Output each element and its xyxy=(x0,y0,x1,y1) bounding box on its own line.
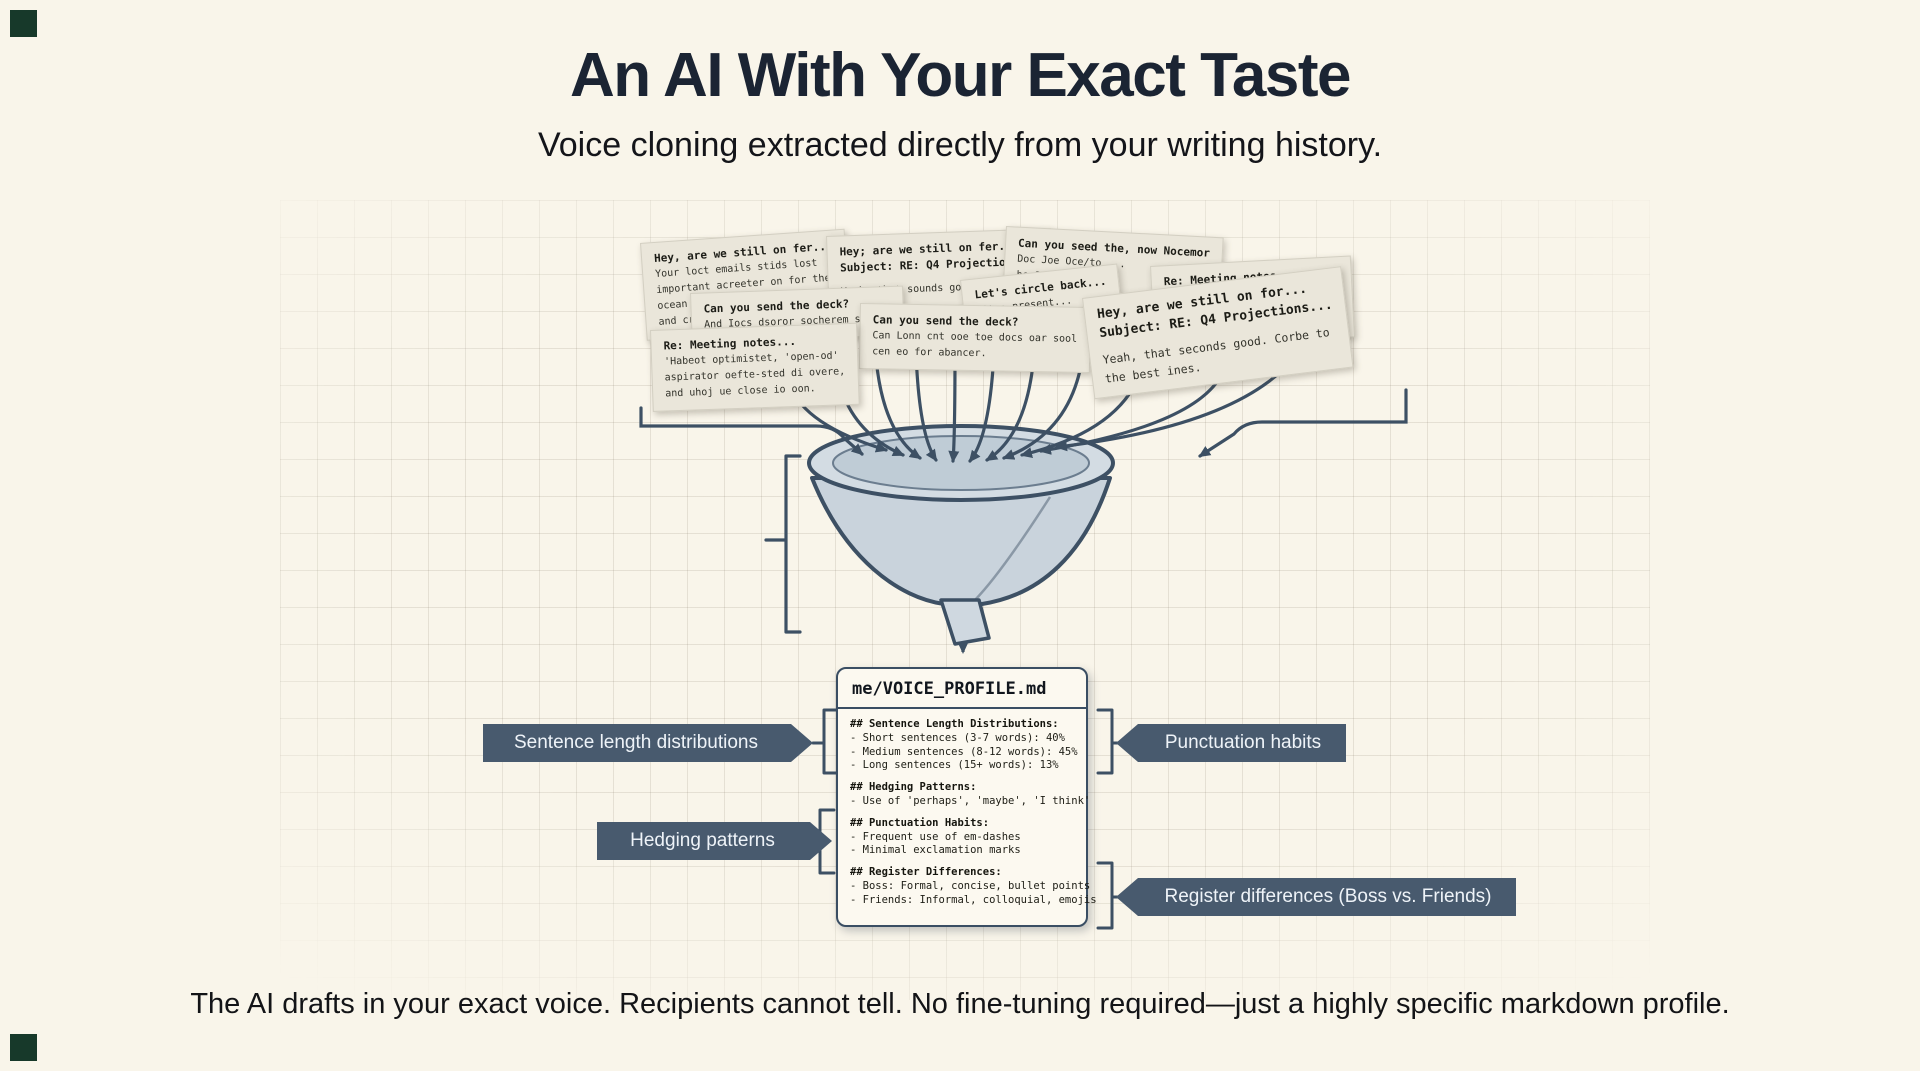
corner-marker-top xyxy=(10,10,37,37)
callout-punctuation-habits: Punctuation habits xyxy=(1116,724,1346,762)
corner-marker-bottom xyxy=(10,1034,37,1061)
funnel-icon xyxy=(807,424,1115,646)
profile-line: - Long sentences (15+ words): 13% xyxy=(850,759,1059,772)
profile-filename: me/VOICE_PROFILE.md xyxy=(838,669,1086,709)
profile-line: - Friends: Informal, colloquial, emojis xyxy=(850,893,1097,906)
callout-register-differences: Register differences (Boss vs. Friends) xyxy=(1116,878,1516,916)
email-snippet: Re: Meeting notes... 'Habeot optimistet,… xyxy=(650,322,860,412)
profile-blank-line xyxy=(850,809,1074,817)
profile-blank-line xyxy=(850,773,1074,781)
profile-body: ## Sentence Length Distributions: - Shor… xyxy=(838,709,1097,917)
profile-line: - Use of 'perhaps', 'maybe', 'I think' xyxy=(850,794,1091,807)
page-subtitle: Voice cloning extracted directly from yo… xyxy=(537,126,1383,164)
page-caption: The AI drafts in your exact voice. Recip… xyxy=(190,988,1730,1020)
profile-line: - Frequent use of em-dashes xyxy=(850,830,1021,843)
profile-section-heading: ## Sentence Length Distributions: xyxy=(850,718,1059,730)
profile-line: - Medium sentences (8-12 words): 45% xyxy=(850,745,1078,758)
profile-line: - Boss: Formal, concise, bullet points xyxy=(850,879,1091,892)
voice-profile-card: me/VOICE_PROFILE.md ## Sentence Length D… xyxy=(836,667,1097,927)
profile-line: - Minimal exclamation marks xyxy=(850,844,1021,857)
profile-section-heading: ## Hedging Patterns: xyxy=(850,781,977,794)
callout-hedging-patterns: Hedging patterns xyxy=(597,822,832,860)
email-snippet: Can you send the deck? Can Lonn cnt ooe … xyxy=(858,303,1091,374)
profile-section-heading: ## Punctuation Habits: xyxy=(850,816,990,829)
profile-line: - Short sentences (3-7 words): 40% xyxy=(850,731,1065,744)
profile-blank-line xyxy=(850,858,1074,866)
callout-sentence-length: Sentence length distributions xyxy=(483,724,813,762)
funnel-side-bracket xyxy=(764,454,802,634)
page-title: An AI With Your Exact Taste xyxy=(569,41,1352,110)
profile-section-heading: ## Register Differences: xyxy=(850,866,1002,879)
